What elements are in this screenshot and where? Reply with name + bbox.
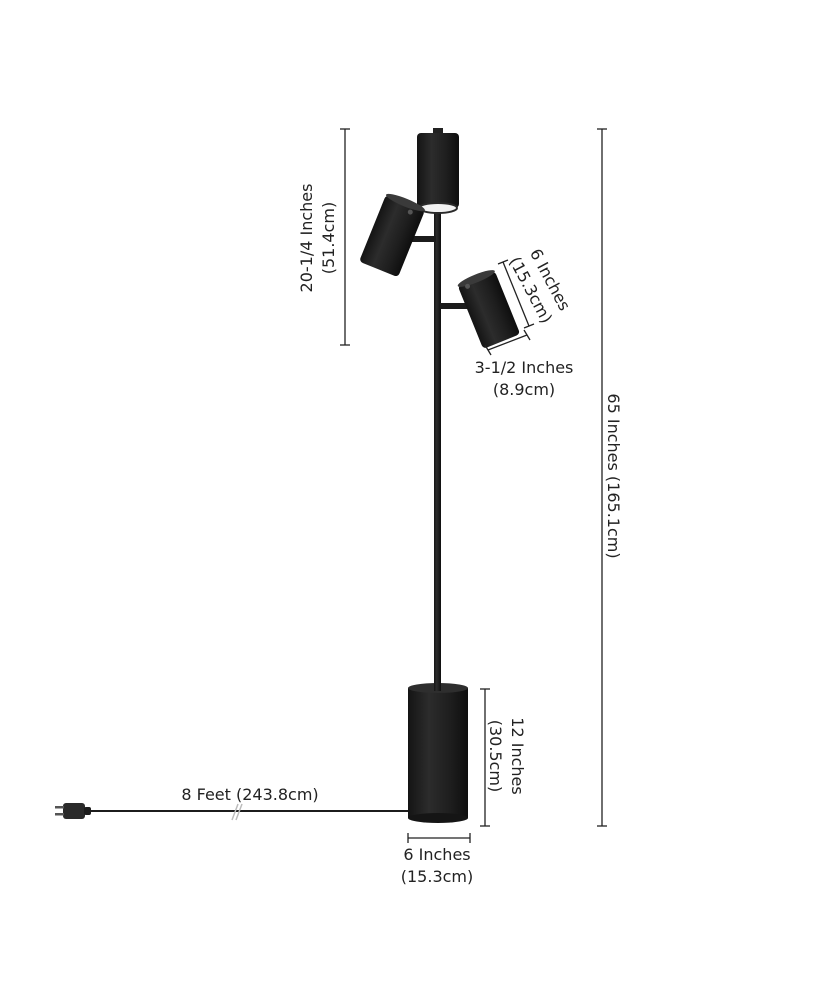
head-span-label: 20-1/4 Inches (51.4cm) bbox=[297, 183, 338, 293]
power-cord bbox=[55, 803, 420, 821]
top-shade bbox=[417, 128, 459, 214]
left-arm bbox=[400, 236, 436, 242]
lamp-pole bbox=[434, 205, 441, 691]
base-height-label: 12 Inches (30.5cm) bbox=[486, 717, 527, 795]
left-shade bbox=[360, 193, 426, 277]
overall-height-label: 65 Inches (165.1cm) bbox=[604, 393, 623, 559]
right-arm bbox=[440, 303, 468, 309]
plug-icon bbox=[55, 803, 91, 819]
shade-diameter-label: 3-1/2 Inches (8.9cm) bbox=[474, 358, 574, 399]
cord-break-mark bbox=[231, 803, 239, 821]
cord-length-label: 8 Feet (243.8cm) bbox=[181, 785, 319, 804]
lamp-base bbox=[408, 683, 468, 823]
base-width-label: 6 Inches (15.3cm) bbox=[400, 845, 474, 886]
dimension-lines bbox=[340, 128, 607, 843]
right-shade bbox=[457, 270, 520, 348]
